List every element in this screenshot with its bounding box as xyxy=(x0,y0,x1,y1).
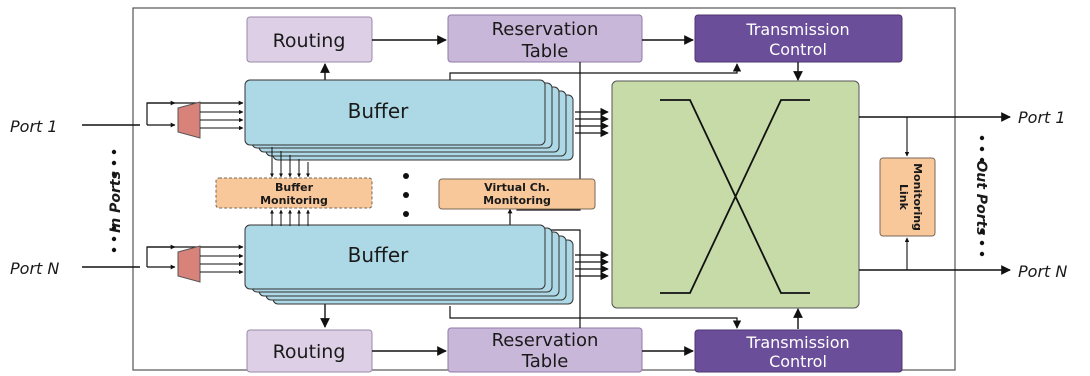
routing-label-top: Routing xyxy=(273,30,346,52)
out-ports-label-group: Out Ports xyxy=(973,135,989,257)
reservation-label-top-1: Reservation xyxy=(492,19,599,40)
ellipsis-buffers xyxy=(403,173,409,217)
out-ports-label: Out Ports xyxy=(973,160,989,235)
transmission-control-top: Transmission Control xyxy=(694,14,903,63)
out-port-1-label: Port 1 xyxy=(1018,108,1066,127)
transmission-label-bottom-1: Transmission xyxy=(745,333,849,352)
input-mux-1 xyxy=(177,101,201,139)
virtual-channel-monitoring-box: Virtual Ch. Monitoring xyxy=(438,178,596,210)
in-ports-label: In Ports xyxy=(108,171,124,233)
transmission-label-top-2: Control xyxy=(769,40,827,59)
link-monitoring-box: Link Monitoring xyxy=(879,157,936,237)
buffer-stack-1: Buffer xyxy=(244,79,574,161)
link-monitoring-line1: Link xyxy=(897,184,910,211)
out-port-n-label: Port N xyxy=(1018,262,1067,281)
in-ports-label-group: In Ports xyxy=(108,149,124,253)
buffer-monitor-links xyxy=(270,147,310,226)
reservation-label-bottom-1: Reservation xyxy=(492,330,599,351)
crossbar-switch xyxy=(611,80,860,309)
routing-unit-top: Routing xyxy=(246,16,373,63)
virtual-channel-line1: Virtual Ch. xyxy=(484,181,550,194)
buffer-stack-n: Buffer xyxy=(244,224,574,305)
in-port-1-label: Port 1 xyxy=(10,117,58,136)
buffer-monitoring-box: Buffer Monitoring xyxy=(215,177,373,209)
input-mux-n xyxy=(177,245,201,283)
link-monitoring-line2: Monitoring xyxy=(911,163,924,231)
transmission-label-top-1: Transmission xyxy=(745,20,849,39)
routing-unit-bottom: Routing xyxy=(246,329,373,373)
transmission-label-bottom-2: Control xyxy=(769,352,827,371)
reservation-label-top-2: Table xyxy=(521,41,569,62)
buffer-monitoring-line2: Monitoring xyxy=(260,194,328,207)
transmission-control-bottom: Transmission Control xyxy=(694,329,903,373)
in-port-n-label: Port N xyxy=(10,259,59,278)
buffer-label-1: Buffer xyxy=(348,99,409,123)
reservation-table-top: Reservation Table xyxy=(447,14,643,63)
reservation-label-bottom-2: Table xyxy=(521,351,569,372)
buffer-monitoring-line1: Buffer xyxy=(275,181,314,194)
reservation-table-bottom: Reservation Table xyxy=(447,327,643,373)
virtual-channel-line2: Monitoring xyxy=(483,194,551,207)
buffer-label-n: Buffer xyxy=(348,243,409,267)
routing-label-bottom: Routing xyxy=(273,341,346,363)
